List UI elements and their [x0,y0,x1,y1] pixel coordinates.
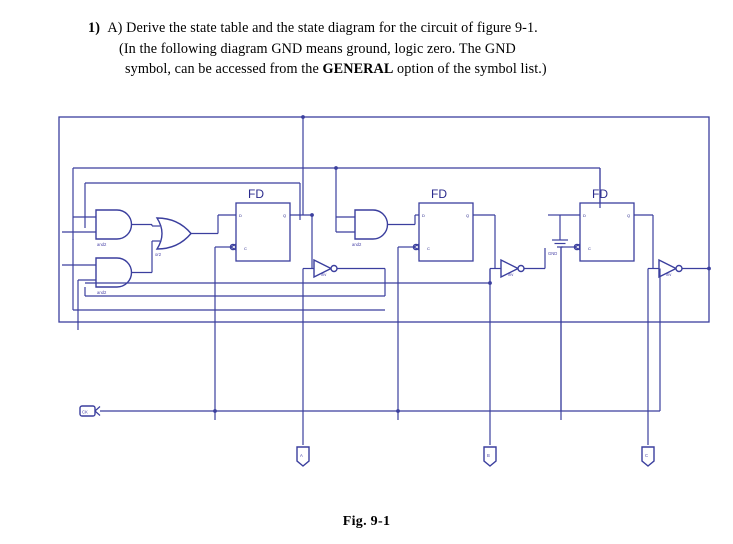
junction-dot [301,115,305,119]
or-gate-1-label: or2 [155,252,162,257]
flipflop-1-pin-c: C [244,246,247,251]
clock-input-port[interactable]: CK [79,405,660,417]
question-line-3-pre: symbol, can be accessed from the [125,61,323,77]
and-gate-3: and2 [334,166,415,247]
flipflop-1-pin-d: D [239,213,242,218]
inverter-1: inv [303,258,358,279]
and-gate-2: and2 [62,257,152,330]
flipflop-1: FD D Q C [214,187,314,420]
inverter-3-label: inv [666,272,672,277]
output-port-a[interactable]: A [296,268,310,467]
output-port-b[interactable]: B [483,268,497,467]
output-port-c[interactable]: C [641,268,655,467]
junction-dot [334,166,338,170]
clock-bus-junctions [213,247,562,413]
and-gate-1: and2 [62,209,152,247]
gnd-symbol: GND [548,214,568,256]
junction-dot [213,409,217,413]
flipflop-2-pin-q: Q [466,213,469,218]
gnd-label: GND [548,251,557,256]
question-part: A) [107,20,123,36]
circuit-schematic: .w { stroke: #3b3f9e; stroke-width: 1.2;… [58,115,711,467]
feedback-routing-lower [72,168,601,311]
inverter-2-label: inv [508,272,514,277]
flipflop-3-pin-d: D [583,213,586,218]
junction-dot [707,266,711,271]
schematic-outer-border [58,116,710,323]
question-line-1-text: Derive the state table and the state dia… [126,20,538,36]
flipflop-2: FD D Q C [397,187,496,420]
output-port-c-label: C [645,453,648,458]
output-port-b-label: B [487,453,490,458]
question-line-3-post: option of the symbol list.) [393,61,547,77]
question-line-3: symbol, can be accessed from the GENERAL… [88,59,688,80]
figure-caption: Fig. 9-1 [0,512,733,530]
question-line-1: 1) A) Derive the state table and the sta… [88,18,688,39]
question-line-2: (In the following diagram GND means grou… [119,40,516,57]
flipflop-2-pin-d: D [422,213,425,218]
flipflop-1-title: FD [248,187,264,201]
inverter-2: inv [490,258,545,279]
vertical-connector-rails [301,115,661,411]
figure-caption-text: Fig. 9-1 [342,514,391,529]
question-general-keyword: GENERAL [322,61,394,77]
output-port-a-label: A [300,453,303,458]
flipflop-3: FD D Q C [560,187,654,420]
and-gate-1-label: and2 [97,242,107,247]
question-text-block: 1) A) Derive the state table and the sta… [88,18,688,80]
and-gate-2-label: and2 [97,290,107,295]
flipflop-2-pin-c: C [427,246,430,251]
flipflop-2-title: FD [431,187,447,201]
junction-dot [396,409,400,413]
clock-input-port-label: CK [82,410,88,415]
or-gate-1: or2 [151,217,218,273]
question-number: 1) [88,20,101,36]
inverter-3: inv [648,258,711,279]
flipflop-3-pin-c: C [588,246,591,251]
flipflop-3-pin-q: Q [627,213,630,218]
inverter-1-label: inv [321,272,327,277]
flipflop-1-pin-q: Q [283,213,286,218]
and-gate-3-label: and2 [352,242,362,247]
